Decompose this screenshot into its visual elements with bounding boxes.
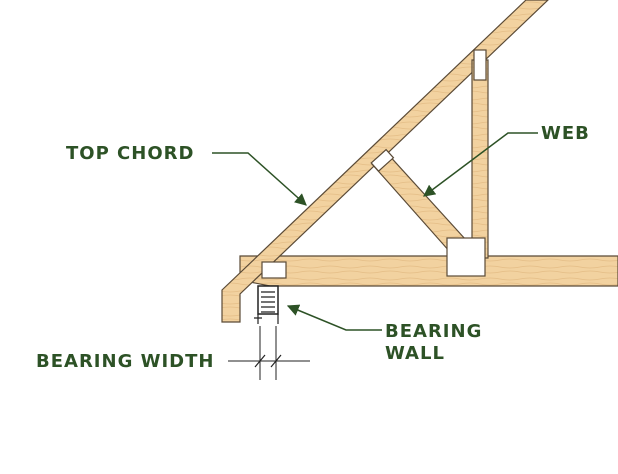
bearing-wall-leader bbox=[286, 304, 382, 331]
heel-plate bbox=[261, 261, 287, 279]
peak-plate bbox=[473, 49, 487, 81]
bearing-wall bbox=[257, 285, 279, 315]
bearing-wall-label-line2: WALL bbox=[385, 343, 445, 364]
top-chord bbox=[221, 0, 549, 323]
web-top-plate bbox=[370, 148, 395, 172]
bottom-chord bbox=[239, 255, 618, 287]
web-label: WEB bbox=[541, 123, 590, 144]
bearing-width-label: BEARING WIDTH bbox=[36, 351, 214, 372]
bearing-width-tick-right bbox=[270, 354, 282, 368]
top-chord-leader bbox=[212, 152, 307, 206]
bearing-wall-hatch bbox=[261, 291, 275, 313]
bearing-width-tick-left bbox=[254, 354, 266, 368]
web-joint-plate bbox=[446, 237, 486, 277]
bearing-wall-label-line1: BEARING bbox=[385, 321, 482, 342]
top-chord-label: TOP CHORD bbox=[66, 143, 194, 164]
diagonal-web bbox=[371, 151, 467, 253]
web-leader bbox=[423, 132, 538, 197]
